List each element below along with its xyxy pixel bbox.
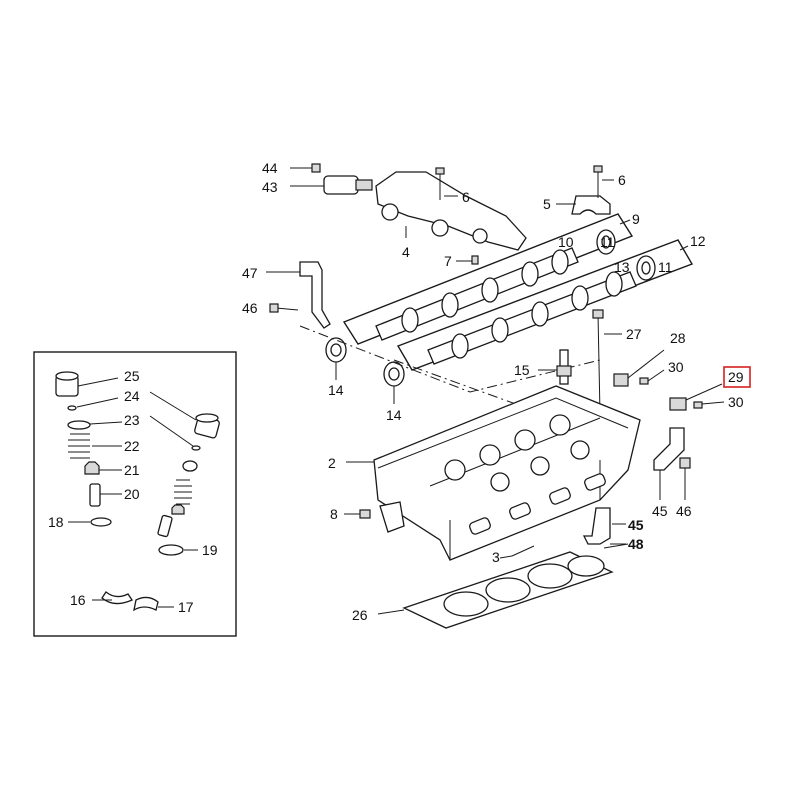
- part-30-bolt-b[interactable]: [693, 401, 725, 409]
- callout-30-b: 30: [728, 394, 744, 410]
- callout-22: 22: [124, 438, 140, 454]
- callout-3: 3: [492, 549, 500, 565]
- callout-6-b: 6: [618, 172, 626, 188]
- part-25-tappet-b[interactable]: [149, 391, 220, 439]
- part-19-seat-ring-b[interactable]: [158, 544, 198, 556]
- part-21-seal-b[interactable]: [171, 504, 185, 515]
- part-9-intake-camshaft-frame: [342, 213, 634, 345]
- part-11-seal-b[interactable]: [636, 255, 656, 281]
- callout-14-b: 14: [386, 407, 402, 423]
- callout-27: 27: [626, 326, 642, 342]
- part-16-intake-valve[interactable]: [92, 533, 133, 605]
- callout-15: 15: [514, 362, 530, 378]
- part-3-stud[interactable]: [499, 545, 535, 559]
- callout-43: 43: [262, 179, 278, 195]
- part-6-bolt-b[interactable]: [593, 165, 614, 198]
- callout-48: 48: [628, 536, 644, 552]
- part-12-exhaust-camshaft-frame: [396, 239, 694, 371]
- callout-8: 8: [330, 506, 338, 522]
- part-27-head-bolt[interactable]: [592, 309, 622, 415]
- callout-23: 23: [124, 412, 140, 428]
- part-45-bracket-b[interactable]: [582, 507, 626, 545]
- part-14-seal-a[interactable]: [325, 337, 347, 380]
- callout-18: 18: [48, 514, 64, 530]
- part-13-exhaust-camshaft[interactable]: [427, 271, 637, 365]
- callout-14-a: 14: [328, 382, 344, 398]
- part-25-tappet[interactable]: [55, 371, 119, 397]
- callout-20: 20: [124, 486, 140, 502]
- part-23-retainer[interactable]: [67, 420, 123, 430]
- callout-44: 44: [262, 160, 278, 176]
- callout-2: 2: [328, 455, 336, 471]
- callout-17: 17: [178, 599, 194, 615]
- callout-45-b: 45: [628, 517, 644, 533]
- callout-25: 25: [124, 368, 140, 384]
- callout-7: 7: [444, 253, 452, 269]
- valve-detail-inset-frame: [33, 351, 237, 637]
- callout-45-a: 45: [652, 503, 668, 519]
- part-24-shim[interactable]: [67, 397, 119, 411]
- callout-47: 47: [242, 265, 258, 281]
- part-15-spark-plug[interactable]: [538, 349, 572, 385]
- part-28-camshaft-sensor[interactable]: [613, 349, 665, 387]
- part-17-exhaust-valve[interactable]: [133, 559, 174, 612]
- callout-46-b: 46: [676, 503, 692, 519]
- part-23-retainer-b[interactable]: [182, 460, 198, 472]
- part-22-valve-spring-b[interactable]: [174, 479, 192, 505]
- part-48-stud[interactable]: [603, 543, 629, 549]
- part-7-dowel-pin[interactable]: [456, 255, 479, 265]
- part-30-bolt-a[interactable]: [639, 369, 665, 385]
- callout-24: 24: [124, 388, 140, 404]
- part-2-cylinder-head[interactable]: [346, 385, 641, 561]
- callout-30-a: 30: [668, 359, 684, 375]
- part-6-bolt-a[interactable]: [435, 167, 458, 200]
- part-26-head-gasket[interactable]: [377, 551, 614, 629]
- callout-4: 4: [402, 244, 410, 260]
- callout-13: 13: [614, 259, 630, 275]
- callout-29: 29: [728, 369, 744, 385]
- part-44-bolt[interactable]: [290, 163, 321, 173]
- part-43-oil-control-valve[interactable]: [290, 175, 373, 195]
- part-18-valve-seat-ring[interactable]: [68, 517, 112, 527]
- part-20-guide-b[interactable]: [157, 514, 173, 538]
- part-21-valve-stem-seal[interactable]: [84, 461, 122, 475]
- part-22-valve-spring[interactable]: [68, 433, 122, 459]
- part-10-intake-camshaft[interactable]: [375, 247, 579, 341]
- part-29-camshaft-position-sensor[interactable]: [669, 383, 723, 411]
- part-47-bracket[interactable]: [266, 261, 331, 329]
- part-20-valve-guide[interactable]: [89, 483, 122, 507]
- part-11-seal-a[interactable]: [596, 229, 616, 255]
- callout-46-a: 46: [242, 300, 258, 316]
- callout-11-b: 11: [658, 259, 673, 275]
- callout-21: 21: [124, 462, 140, 478]
- callout-9: 9: [632, 211, 640, 227]
- alignment-line-a: [299, 325, 601, 393]
- callout-19: 19: [202, 542, 218, 558]
- callout-28: 28: [670, 330, 686, 346]
- part-8-bolt[interactable]: [344, 501, 405, 533]
- callout-10: 10: [558, 234, 574, 250]
- part-46-bolt-a[interactable]: [269, 303, 299, 313]
- part-24-shim-b[interactable]: [149, 415, 201, 451]
- part-14-seal-b[interactable]: [383, 361, 405, 404]
- callout-16: 16: [70, 592, 86, 608]
- callout-6-a: 6: [462, 189, 470, 205]
- part-45-bracket-a[interactable]: [653, 427, 685, 500]
- callout-12: 12: [690, 233, 706, 249]
- part-4-camshaft-housing[interactable]: [375, 171, 527, 251]
- callout-11-a: 11: [600, 234, 615, 250]
- callout-29-highlighted[interactable]: 29: [723, 366, 751, 388]
- callout-5: 5: [543, 196, 551, 212]
- part-5-bearing-cap[interactable]: [556, 195, 611, 215]
- part-46-bolt-b[interactable]: [679, 457, 691, 500]
- callout-26: 26: [352, 607, 368, 623]
